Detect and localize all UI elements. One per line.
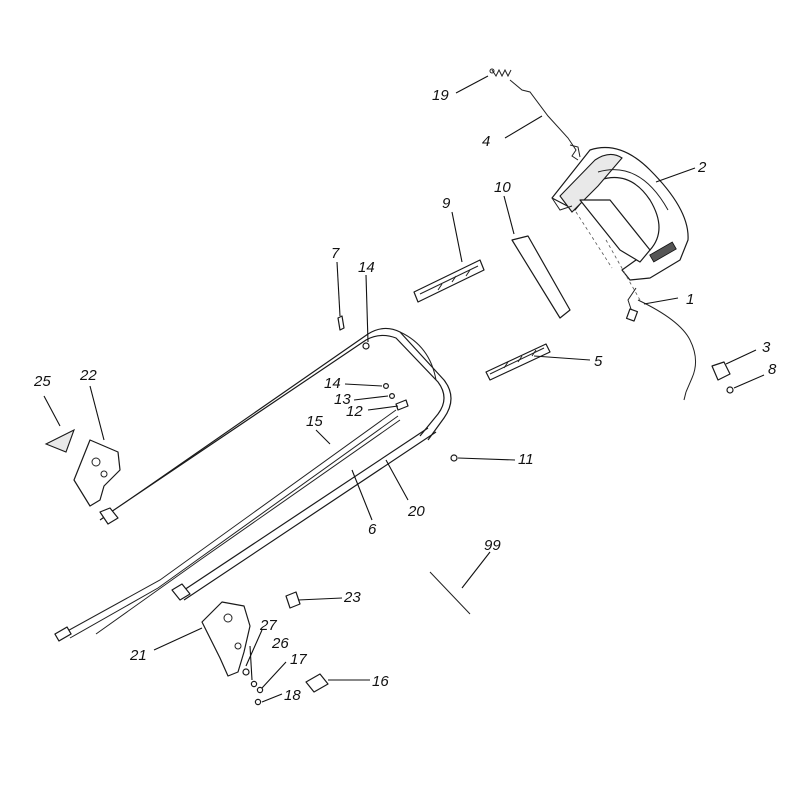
callout-16: 16 xyxy=(372,673,389,690)
callout-13: 13 xyxy=(334,391,351,408)
part-99-rod xyxy=(429,571,471,615)
callout-6: 6 xyxy=(368,521,377,538)
part-27-spacer xyxy=(242,668,250,676)
callout-7: 7 xyxy=(331,245,340,262)
part-14-nut-lower xyxy=(383,383,390,390)
part-17-nut xyxy=(256,686,264,694)
part-21-lower-bracket xyxy=(201,601,251,677)
callout-9: 9 xyxy=(442,195,451,212)
part-5-bracket xyxy=(485,343,551,381)
callout-10: 10 xyxy=(494,179,511,196)
part-6-cable xyxy=(54,409,401,642)
callout-25: 25 xyxy=(33,373,51,390)
callout-17: 17 xyxy=(290,651,307,668)
part-23-clip xyxy=(285,591,301,609)
part-18-nut xyxy=(254,698,262,706)
part-20-lower-handle xyxy=(99,327,452,601)
leader-lines xyxy=(43,75,765,703)
callout-11: 11 xyxy=(518,451,534,468)
part-7-bolt xyxy=(337,315,345,331)
callout-99: 99 xyxy=(484,537,501,554)
part-26-washer xyxy=(250,680,258,688)
part-1-control-cable xyxy=(625,287,696,401)
part-14-nut-upper xyxy=(362,342,370,350)
part-3-clip xyxy=(711,361,731,381)
callout-labels: 19 4 2 10 9 1 7 14 3 8 5 25 22 14 13 12 … xyxy=(33,87,777,704)
callout-21: 21 xyxy=(129,647,147,664)
callout-15: 15 xyxy=(306,413,323,430)
callout-23: 23 xyxy=(343,589,361,606)
part-25-decal xyxy=(44,428,75,453)
part-8-screw xyxy=(726,386,734,394)
part-22-left-bracket xyxy=(73,439,121,507)
callout-2: 2 xyxy=(697,159,707,176)
callout-20: 20 xyxy=(407,503,425,520)
part-12-bolt xyxy=(395,399,409,411)
part-10-grip-cover xyxy=(511,235,571,319)
callout-12: 12 xyxy=(346,403,363,420)
callout-14-lower: 14 xyxy=(324,375,341,392)
callout-1: 1 xyxy=(686,291,694,308)
callout-14-upper: 14 xyxy=(358,259,375,276)
callout-26: 26 xyxy=(271,635,289,652)
callout-4: 4 xyxy=(482,133,490,150)
part-9-bracket xyxy=(413,259,485,303)
part-4-control-rod xyxy=(509,79,581,161)
callout-27: 27 xyxy=(259,617,277,634)
callout-18: 18 xyxy=(284,687,301,704)
callout-22: 22 xyxy=(79,367,97,384)
callout-5: 5 xyxy=(594,353,603,370)
part-13-washer xyxy=(389,393,396,400)
part-19-spring xyxy=(489,68,512,78)
part-2-upper-handle xyxy=(551,146,689,281)
callout-8: 8 xyxy=(768,361,777,378)
part-11-screw xyxy=(450,454,458,462)
part-16-knob xyxy=(305,673,329,693)
callout-19: 19 xyxy=(432,87,449,104)
callout-3: 3 xyxy=(762,339,771,356)
